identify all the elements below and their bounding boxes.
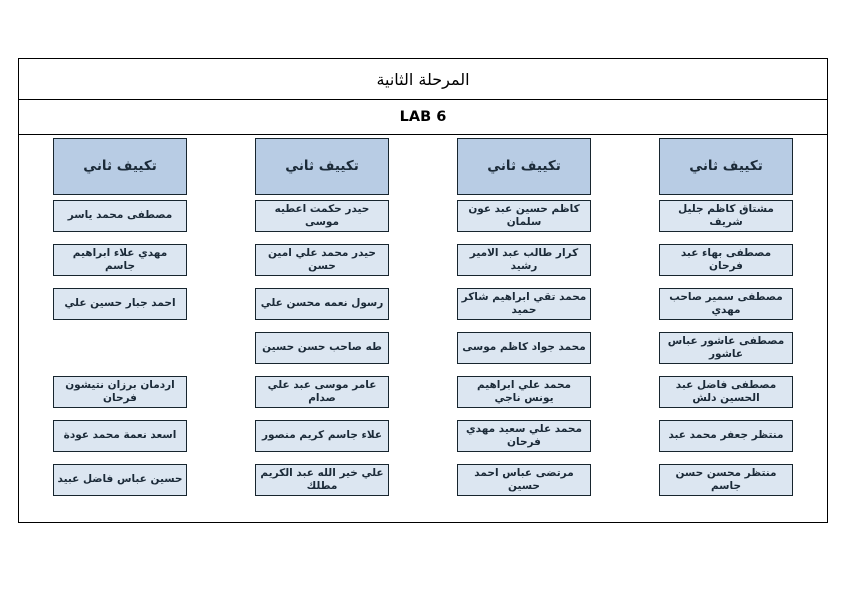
list-item[interactable]: مشتاق كاظم جليل شريف — [659, 200, 793, 232]
student-name: محمد علي سعيد مهدي فرحان — [466, 422, 582, 448]
list-item[interactable]: مصطفى فاضل عبد الحسين دلش — [659, 376, 793, 408]
column-header-4: تكييف ثاني — [53, 138, 187, 195]
student-name: مصطفى سمير صاحب مهدي — [669, 290, 783, 316]
student-name: مصطفى بهاء عبد فرحان — [680, 246, 772, 272]
lab-subtitle: LAB 6 — [399, 109, 447, 125]
list-item[interactable]: محمد علي ابراهيم يونس ناجي — [457, 376, 591, 408]
roster-column-2: تكييف ثاني كاظم حسين عبد عون سلمان كرار … — [423, 135, 625, 522]
roster-column-4: تكييف ثاني مصطفى محمد ياسر مهدي علاء ابر… — [19, 135, 221, 522]
column-header-label: تكييف ثاني — [689, 158, 763, 175]
student-name: مصطفى محمد ياسر — [67, 209, 173, 222]
list-item[interactable]: مصطفى عاشور عباس عاشور — [659, 332, 793, 364]
list-item[interactable]: علي خير الله عبد الكريم مطلك — [255, 464, 389, 496]
student-name: اردمان برزان نتيشون فرحان — [65, 378, 175, 404]
student-name: احمد جبار حسين علي — [64, 297, 176, 310]
list-item[interactable]: منتظر جعفر محمد عبد — [659, 420, 793, 452]
student-name: مشتاق كاظم جليل شريف — [678, 202, 774, 228]
student-name: حيدر محمد علي امين حسن — [267, 246, 377, 272]
list-item[interactable]: مصطفى بهاء عبد فرحان — [659, 244, 793, 276]
list-item[interactable]: مهدي علاء ابراهيم جاسم — [53, 244, 187, 276]
student-name: رسول نعمه محسن علي — [260, 297, 384, 310]
list-item[interactable]: محمد جواد كاظم موسى — [457, 332, 591, 364]
list-item[interactable]: منتظر محسن حسن جاسم — [659, 464, 793, 496]
list-item[interactable]: اردمان برزان نتيشون فرحان — [53, 376, 187, 408]
empty-cell — [53, 332, 187, 364]
student-name: مرتضى عباس احمد حسين — [474, 466, 574, 492]
list-item[interactable]: مصطفى محمد ياسر — [53, 200, 187, 232]
student-name: منتظر محسن حسن جاسم — [675, 466, 777, 492]
lab-subtitle-row: LAB 6 — [19, 100, 827, 135]
column-header-2: تكييف ثاني — [457, 138, 591, 195]
student-name: مصطفى عاشور عباس عاشور — [667, 334, 785, 360]
student-name: مهدي علاء ابراهيم جاسم — [72, 246, 168, 272]
column-header-3: تكييف ثاني — [255, 138, 389, 195]
student-name: عامر موسى عبد علي صدام — [267, 378, 377, 404]
list-item[interactable]: عامر موسى عبد علي صدام — [255, 376, 389, 408]
roster-column-1: تكييف ثاني مشتاق كاظم جليل شريف مصطفى به… — [625, 135, 827, 522]
list-item[interactable]: محمد تقي ابراهيم شاكر حميد — [457, 288, 591, 320]
list-item[interactable]: طه صاحب حسن حسين — [255, 332, 389, 364]
list-item[interactable]: رسول نعمه محسن علي — [255, 288, 389, 320]
document-title-row: المرحلة الثانية — [19, 59, 827, 100]
student-name: حيدر حكمت اعطيه موسى — [274, 202, 370, 228]
list-item[interactable]: مصطفى سمير صاحب مهدي — [659, 288, 793, 320]
list-item[interactable]: اسعد نعمة محمد عودة — [53, 420, 187, 452]
student-name: علاء جاسم كريم منصور — [261, 429, 383, 442]
columns-grid: تكييف ثاني مشتاق كاظم جليل شريف مصطفى به… — [19, 135, 827, 522]
student-name: محمد علي ابراهيم يونس ناجي — [476, 378, 572, 404]
list-item[interactable]: علاء جاسم كريم منصور — [255, 420, 389, 452]
student-name: محمد تقي ابراهيم شاكر حميد — [461, 290, 587, 316]
list-item[interactable]: احمد جبار حسين علي — [53, 288, 187, 320]
column-header-label: تكييف ثاني — [83, 158, 157, 175]
roster-table: المرحلة الثانية LAB 6 تكييف ثاني مشتاق ك… — [18, 58, 828, 523]
list-item[interactable]: محمد علي سعيد مهدي فرحان — [457, 420, 591, 452]
student-name: علي خير الله عبد الكريم مطلك — [260, 466, 384, 492]
student-name: كاظم حسين عبد عون سلمان — [468, 202, 580, 228]
list-item[interactable]: حيدر حكمت اعطيه موسى — [255, 200, 389, 232]
student-name: منتظر جعفر محمد عبد — [668, 429, 784, 442]
student-name: حسين عباس فاضل عبيد — [57, 473, 183, 486]
column-header-label: تكييف ثاني — [487, 158, 561, 175]
list-item[interactable]: مرتضى عباس احمد حسين — [457, 464, 591, 496]
page-title: المرحلة الثانية — [376, 69, 470, 89]
roster-column-3: تكييف ثاني حيدر حكمت اعطيه موسى حيدر محم… — [221, 135, 423, 522]
student-name: مصطفى فاضل عبد الحسين دلش — [675, 378, 777, 404]
student-name: طه صاحب حسن حسين — [262, 341, 382, 354]
list-item[interactable]: حسين عباس فاضل عبيد — [53, 464, 187, 496]
column-header-label: تكييف ثاني — [285, 158, 359, 175]
list-item[interactable]: كاظم حسين عبد عون سلمان — [457, 200, 591, 232]
student-name: كرار طالب عبد الامير رشيد — [469, 246, 579, 272]
student-name: اسعد نعمة محمد عودة — [63, 429, 177, 442]
list-item[interactable]: كرار طالب عبد الامير رشيد — [457, 244, 591, 276]
student-name: محمد جواد كاظم موسى — [462, 341, 586, 354]
column-header-1: تكييف ثاني — [659, 138, 793, 195]
list-item[interactable]: حيدر محمد علي امين حسن — [255, 244, 389, 276]
